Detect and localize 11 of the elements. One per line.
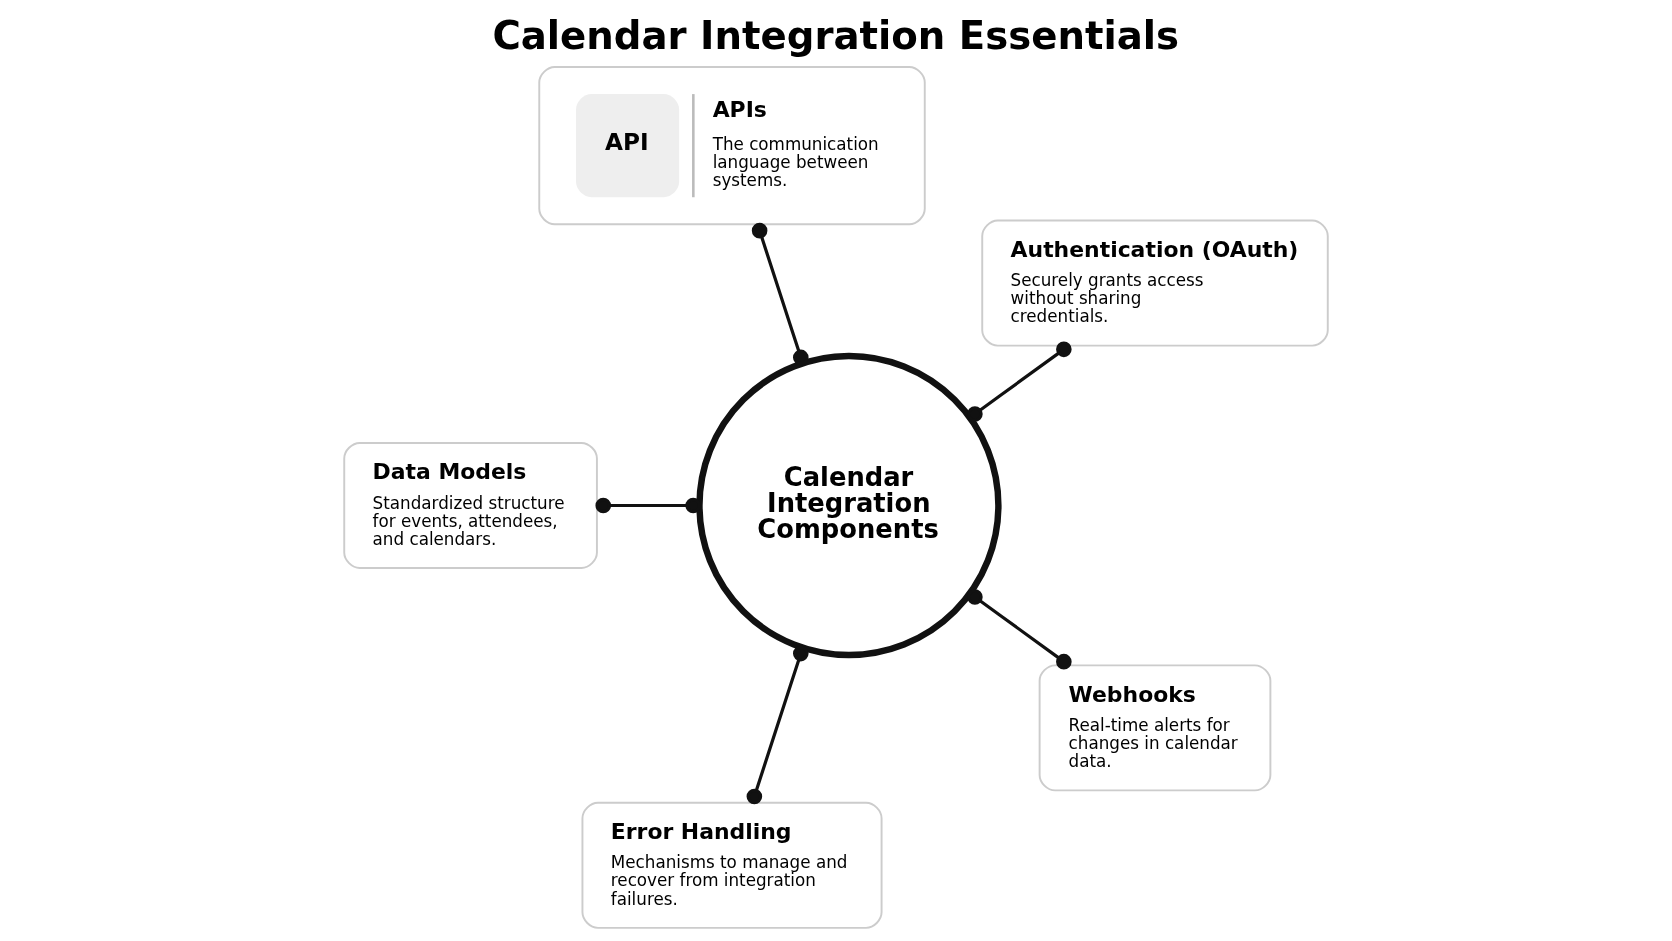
node-box: API APIs The communication language between systems. — [538, 65, 926, 225]
diagram-title: Calendar Integration Essentials — [492, 12, 1180, 58]
connector — [746, 645, 809, 804]
node-box: Data Models Standardized structure for events, attendees, and calendars. — [343, 441, 598, 569]
node-box: Webhooks Real-time alerts for changes in calendar data. — [1038, 663, 1272, 791]
connector — [751, 222, 809, 365]
node-box: Authentication (OAuth) Securely grants access without sharing credentials. — [981, 219, 1329, 347]
node-circle: Calendar Integration Components — [696, 352, 1002, 658]
connector — [967, 341, 1072, 422]
connector — [967, 588, 1072, 669]
node-box: Error Handling Mechanisms to manage and recover from integration failures. — [581, 801, 883, 929]
